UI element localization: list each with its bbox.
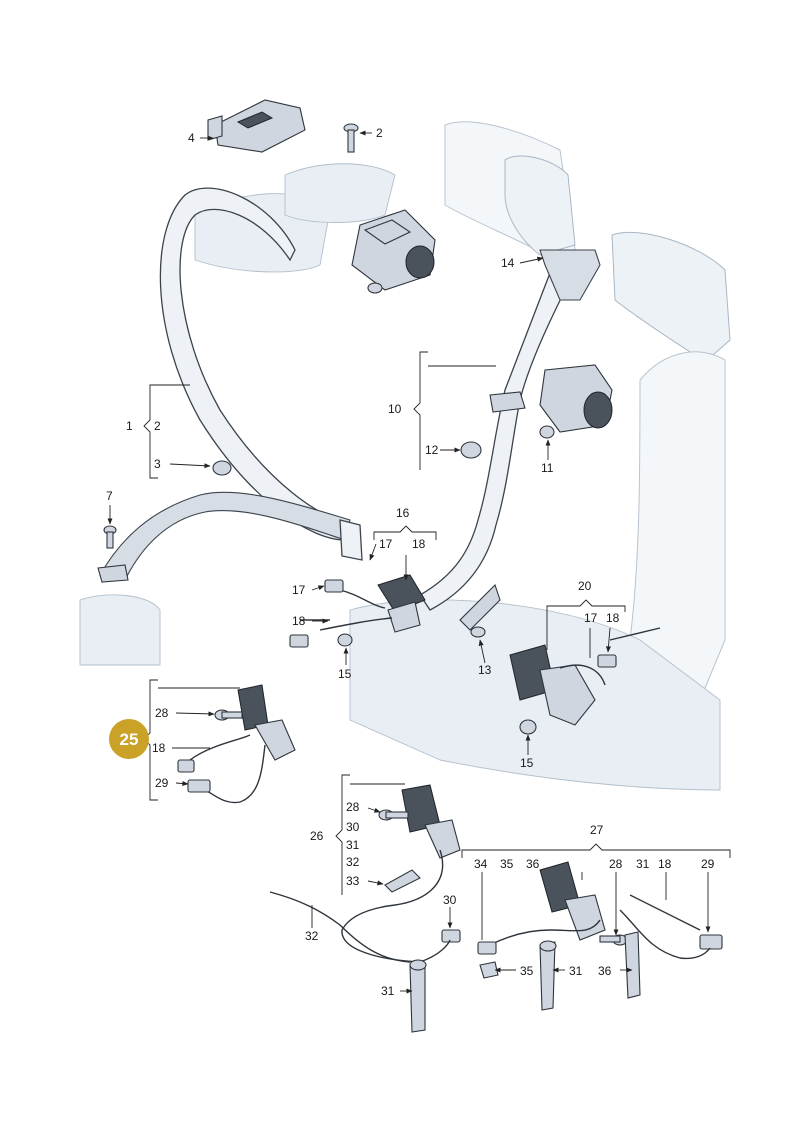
label-28-group25: 28 [155,706,169,720]
label-30-connector: 30 [443,893,457,907]
label-35-bottom: 35 [520,964,534,978]
part-badge-25: 25 [109,719,149,759]
label-31-tie: 31 [381,984,395,998]
label-35-group27: 35 [500,857,514,871]
label-31-group26: 31 [346,838,360,852]
label-16: 16 [396,506,410,520]
buckle-group-26 [269,784,461,1033]
label-31-bottom: 31 [569,964,583,978]
label-30-group26: 30 [346,820,360,834]
label-29-group27: 29 [701,857,715,871]
leader-lines [107,130,711,994]
buckle-group-27 [477,861,723,1011]
label-2-bolt: 2 [376,126,383,140]
label-1: 1 [126,419,133,433]
label-13: 13 [478,663,492,677]
front-buckle-16 [289,574,426,648]
label-28-group26: 28 [346,800,360,814]
label-2-belt: 2 [154,419,161,433]
label-18-group25: 18 [152,741,166,755]
badge-circle [109,719,149,759]
label-12: 12 [425,443,439,457]
label-34: 34 [474,857,488,871]
label-17-left: 17 [292,583,306,597]
label-17-top: 17 [379,537,393,551]
bolt-2 [343,123,359,153]
rear-buckle-20 [459,583,661,735]
cap-3 [212,460,232,476]
label-3: 3 [154,457,161,471]
label-29-group25: 29 [155,776,169,790]
label-31-group27: 31 [636,857,650,871]
label-18-left: 18 [292,614,306,628]
label-33: 33 [346,874,360,888]
label-32-group26: 32 [346,855,360,869]
label-15-left: 15 [338,667,352,681]
label-28-group27: 28 [609,857,623,871]
label-11: 11 [541,461,554,475]
label-27: 27 [590,823,604,837]
badge-label: 25 [120,730,139,749]
label-36-group27: 36 [526,857,540,871]
label-4: 4 [188,131,195,145]
label-18-top: 18 [412,537,426,551]
front-seat-belt-webbing [99,187,363,581]
label-18-group27: 18 [658,857,672,871]
part-labels: 4 2 1 2 3 7 14 10 12 11 16 17 18 17 18 1… [106,126,715,998]
label-32-cable: 32 [305,929,319,943]
label-18-right: 18 [606,611,620,625]
label-14: 14 [501,256,515,270]
buckle-group-25 [177,684,296,804]
label-17-right: 17 [584,611,598,625]
upper-guide-bracket [207,99,306,153]
label-7: 7 [106,489,113,503]
label-10: 10 [388,402,402,416]
belt-retractor-front [351,209,436,294]
rear-seat-belt [419,249,613,611]
label-20: 20 [578,579,592,593]
label-26: 26 [310,829,324,843]
label-15-right: 15 [520,756,534,770]
lower-anchor-7 [97,525,129,583]
label-36-bottom: 36 [598,964,612,978]
